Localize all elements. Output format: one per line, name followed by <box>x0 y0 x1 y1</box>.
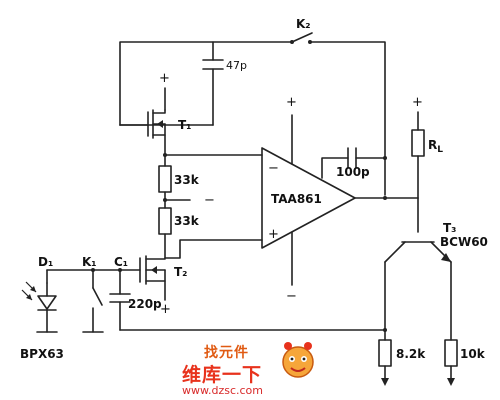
capacitor-47p-label: 47p <box>226 59 247 72</box>
switch-k2-label: K₂ <box>296 17 311 31</box>
photodiode-part-label: BPX63 <box>20 347 64 361</box>
transistor-t2: T₂ + <box>139 255 187 317</box>
transistor-t1: + T₁ <box>119 71 191 156</box>
watermark-mascot-icon <box>282 342 314 378</box>
transistor-t2-label: T₂ <box>174 265 187 279</box>
capacitor-c1: C₁ <box>114 255 128 269</box>
capacitor-100p: 100p <box>321 147 387 179</box>
resistor-33k-top-label: 33k <box>174 173 200 187</box>
resistor-10k-label: 10k <box>460 347 486 361</box>
transistor-t1-label: T₁ <box>178 118 191 132</box>
switch-k1: K₁ <box>82 255 104 333</box>
t3-part-label: BCW60 <box>440 235 488 249</box>
t3-label: T₃ <box>443 221 456 235</box>
t1-supply-plus: + <box>159 71 170 86</box>
opamp-label: TAA861 <box>271 192 322 206</box>
capacitor-47p: 47p <box>202 59 247 72</box>
watermark-main-text: 维库一下 <box>182 364 263 386</box>
opamp-supply-plus: + <box>286 95 297 110</box>
capacitor-100p-label: 100p <box>336 165 370 179</box>
photodiode-d1: D₁ BPX63 <box>20 255 64 361</box>
rl-supply-plus: + <box>412 95 423 110</box>
opamp-taa861: TAA861 − + + − <box>163 95 419 304</box>
input-wires <box>46 268 387 332</box>
opamp-minus-input: − <box>268 161 279 176</box>
capacitor-c1-label: C₁ <box>114 255 128 269</box>
capacitor-220p-label: 220p <box>128 297 162 311</box>
resistor-8k2: 8.2k <box>378 339 426 386</box>
t2-source-plus: + <box>160 302 171 317</box>
resistor-33k-top <box>158 165 172 193</box>
resistor-8k2-label: 8.2k <box>396 347 426 361</box>
opamp-plus-input: + <box>268 227 279 242</box>
resistor-33k-bottom-label: 33k <box>174 214 200 228</box>
switch-k1-label: K₁ <box>82 255 97 269</box>
watermark: 找元件 维库一下 www.dzsc.com <box>182 338 342 400</box>
watermark-url-text: www.dzsc.com <box>182 384 264 397</box>
resistor-10k: 10k <box>444 339 486 386</box>
rl-label: RL <box>428 138 443 155</box>
load-resistor-rl: + RL <box>411 95 443 199</box>
switch-k2: K₂ <box>290 17 313 44</box>
resistor-divider: 33k 33k − <box>158 154 215 259</box>
divider-tap-minus: − <box>204 193 215 208</box>
capacitor-220p: 220p <box>109 269 162 331</box>
watermark-top-text: 找元件 <box>204 345 249 361</box>
transistor-t3: T₃ BCW60 <box>384 197 488 341</box>
opamp-supply-minus: − <box>286 289 297 304</box>
diode-d1-label: D₁ <box>38 255 53 269</box>
resistor-33k-bottom <box>158 207 172 235</box>
